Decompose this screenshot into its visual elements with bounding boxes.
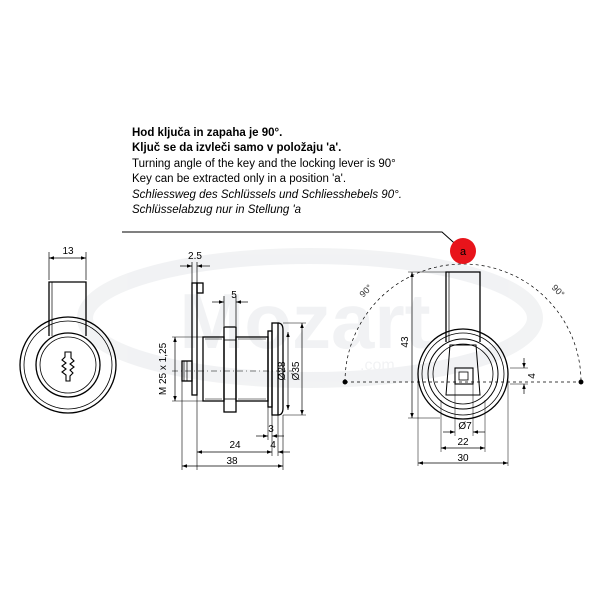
- position-a-marker: a: [450, 238, 476, 264]
- note-german-extract: Schlüsselabzug nur in Stellung 'a: [132, 204, 302, 217]
- dim-total-length: 38: [226, 456, 238, 467]
- note-english-angle: Turning angle of the key and the locking…: [132, 157, 396, 170]
- dim-washer: 3: [268, 424, 274, 435]
- note-leader-line: [122, 231, 463, 251]
- keyway-icon: [61, 351, 75, 382]
- watermark-domain: .com: [360, 357, 395, 374]
- dim-flange: 4: [270, 440, 276, 451]
- dim-slot: 4: [527, 373, 538, 379]
- dim-diameter-inner: Ø28: [277, 361, 288, 380]
- note-slovenian-extract: Ključ se da izvleči samo v položaju 'a'.: [132, 142, 342, 155]
- note-slovenian-angle: Hod ključa in zapaha je 90°.: [132, 127, 283, 139]
- dim-plate-thickness: 2.5: [188, 251, 202, 262]
- notes-block: Hod ključa in zapaha je 90°. Ključ se da…: [132, 126, 402, 218]
- dim-front-width: 13: [62, 246, 74, 257]
- dim-thread: M 25 x 1,25: [158, 342, 169, 395]
- front-view: [19, 252, 117, 414]
- dim-pin-diameter: Ø7: [458, 421, 472, 432]
- dim-cam-offset: 5: [231, 290, 237, 301]
- watermark: Mozart .com: [77, 248, 543, 388]
- note-german-angle: Schliessweg des Schlüssels und Schliessh…: [132, 188, 402, 201]
- back-view: [342, 263, 584, 466]
- dim-width-inner: 22: [457, 437, 469, 448]
- position-a-circle: [450, 238, 476, 264]
- note-english-extract: Key can be extracted only in a position …: [132, 173, 347, 186]
- position-a-label: a: [460, 246, 467, 258]
- side-view: [172, 262, 306, 470]
- angle-right: 90°: [550, 283, 567, 300]
- dim-diameter-outer: Ø35: [291, 361, 302, 380]
- watermark-text: Mozart: [179, 277, 430, 365]
- dim-width-outer: 30: [457, 453, 469, 464]
- dim-back-height: 43: [400, 336, 411, 348]
- dim-body-length: 24: [229, 440, 241, 451]
